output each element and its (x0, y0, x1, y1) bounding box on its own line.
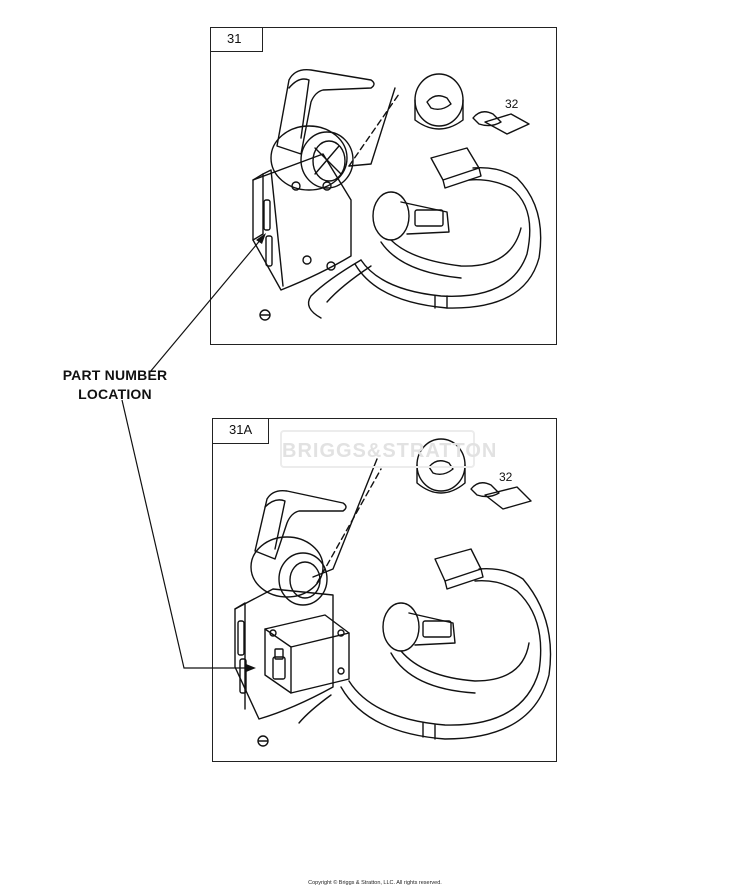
figure-tag: 31 (211, 28, 263, 52)
subpart-label: 32 (505, 97, 519, 111)
mounting-plate (234, 588, 334, 720)
control-knob (270, 125, 348, 191)
rocker-switch (272, 656, 286, 680)
throttle-handle (276, 69, 375, 155)
screw (257, 735, 269, 747)
control-assembly-drawing: 32 (252, 69, 542, 321)
switch-box (264, 614, 350, 694)
wire-grommet (382, 602, 420, 652)
wire-grommet (372, 191, 410, 241)
part-number-location-callout: PART NUMBER LOCATION (40, 366, 190, 404)
cam-disk (414, 73, 464, 127)
clip-part-32 (484, 486, 532, 510)
briggs-stratton-watermark: BRIGGS&STRATTON (280, 430, 496, 468)
wire-connector (434, 548, 482, 582)
copyright-footer: Copyright © Briggs & Stratton, LLC. All … (308, 880, 442, 886)
figure-panel-31: 31 32 (210, 27, 557, 345)
control-assembly-drawing: 32 (234, 438, 552, 747)
control-knob (250, 536, 324, 598)
wire-harness (348, 580, 542, 726)
clip-part-32 (484, 113, 530, 135)
wire-harness (360, 178, 531, 298)
callout-line-2: LOCATION (78, 386, 152, 402)
callout-line-1: PART NUMBER (62, 367, 168, 383)
throttle-handle (254, 489, 347, 560)
mounting-plate (252, 153, 352, 291)
wire-connector (430, 147, 480, 181)
subpart-label: 32 (499, 470, 513, 484)
